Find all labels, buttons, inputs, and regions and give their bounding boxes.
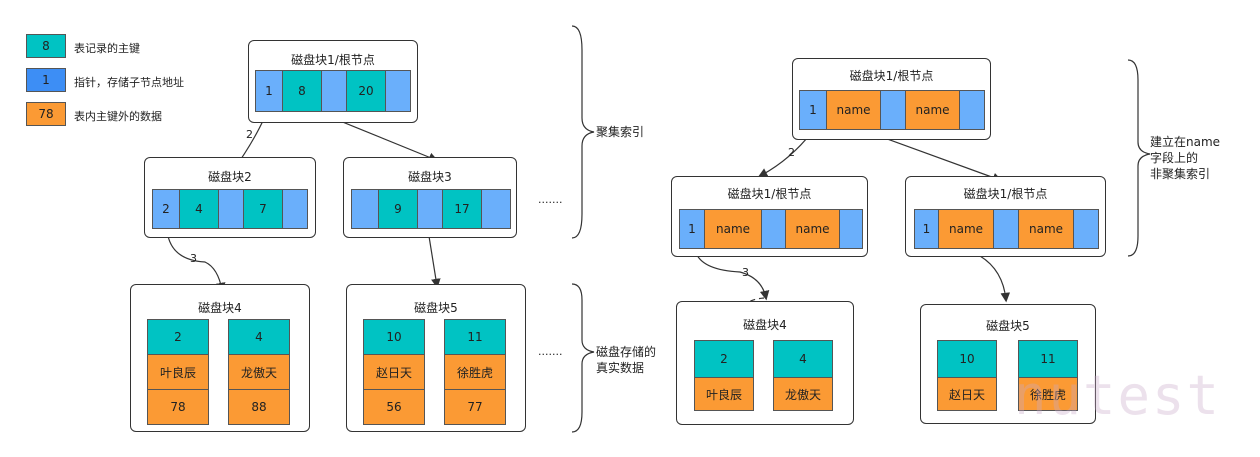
key-cell: name [704,209,762,249]
block-title: 磁盘块1/根节点 [291,53,375,67]
key-cell: name [826,90,881,130]
edge-label: 2 [788,146,795,159]
pointer-cell: 1 [799,90,827,130]
key-cell: 8 [282,70,322,112]
key-cell: 10 [937,340,997,378]
clustered-index-label: 聚集索引 [596,125,645,139]
legend-swatch-pointer: 1 [26,68,66,92]
data-cell: 88 [228,389,290,425]
ellipsis: ······· [538,348,563,361]
ellipsis: ······· [538,196,563,209]
data-cell: 叶良辰 [694,377,754,411]
legend-swatch-key: 8 [26,34,66,58]
block-title: 磁盘块5 [414,301,458,315]
brace-clustered-index [571,25,595,239]
brace-disk-data [571,283,595,433]
pointer-cell [385,70,411,112]
pointer-cell: 1 [679,209,705,249]
pointer-cell [282,189,308,229]
data-cell: 龙傲天 [773,377,833,411]
key-cell: 2 [147,319,209,355]
pointer-cell: 1 [914,209,939,249]
brace-nonclustered-index [1127,59,1151,257]
edge-nc-root-to-right [867,131,1003,183]
key-cell: 11 [444,319,506,355]
pointer-cell [417,189,443,229]
block-title: 磁盘块5 [986,319,1030,333]
key-cell: 4 [773,340,833,378]
pointer-cell [321,70,347,112]
watermark: nutest [1014,364,1222,427]
key-cell: 2 [694,340,754,378]
pointer-cell [218,189,244,229]
key-cell: name [938,209,994,249]
pointer-cell: 1 [255,70,283,112]
disk-data-label-line1: 磁盘存储的 [596,345,657,359]
key-cell: 11 [1018,340,1078,378]
edge-block2-to-block4 [166,229,226,293]
pointer-cell [993,209,1019,249]
key-cell: 7 [243,189,283,229]
key-cell: name [905,90,960,130]
pointer-cell [959,90,985,130]
data-cell: 78 [147,389,209,425]
disk-data-label-line2: 真实数据 [596,361,645,375]
block-title: 磁盘块1/根节点 [849,69,934,83]
key-cell: 10 [363,319,425,355]
block-title: 磁盘块1/根节点 [727,187,812,201]
data-cell: 56 [363,389,425,425]
pointer-cell [351,189,379,229]
data-cell: 赵日天 [937,377,997,411]
data-cell: 龙傲天 [228,354,290,390]
data-cell: 77 [444,389,506,425]
edge-nc-right-to-block5 [979,255,1011,303]
edge-label: 3 [742,266,749,279]
pointer-cell [761,209,786,249]
pointer-cell [481,189,511,229]
edge-label: 2 [246,128,253,141]
edge-nc-left-to-block4 [694,249,770,301]
legend-label-pointer: 指针，存储子节点地址 [74,76,184,89]
key-cell: 4 [228,319,290,355]
pointer-cell: 2 [152,189,180,229]
block-title: 磁盘块2 [208,170,252,184]
pointer-cell [839,209,863,249]
nonclustered-label-line2: 字段上的 [1150,151,1199,165]
nonclustered-label-line1: 建立在name [1150,135,1221,149]
legend-label-key: 表记录的主键 [74,42,140,55]
legend-label-data: 表内主键外的数据 [74,110,162,123]
edge-block3-to-block5 [427,229,441,289]
legend-swatch-data: 78 [26,102,66,126]
key-cell: 17 [442,189,482,229]
edge-label: 3 [190,252,197,265]
block-title: 磁盘块1/根节点 [963,187,1048,201]
block-title: 磁盘块3 [408,170,452,184]
nonclustered-label-line3: 非聚集索引 [1150,167,1211,181]
key-cell: 9 [378,189,418,229]
key-cell: name [1018,209,1074,249]
pointer-cell [880,90,906,130]
key-cell: name [785,209,840,249]
data-cell: 赵日天 [363,354,425,390]
data-cell: 徐胜虎 [1018,377,1078,411]
pointer-cell [1073,209,1099,249]
data-cell: 徐胜虎 [444,354,506,390]
block-title: 磁盘块4 [198,301,242,315]
block-title: 磁盘块4 [743,318,787,332]
data-cell: 叶良辰 [147,354,209,390]
key-cell: 20 [346,70,386,112]
key-cell: 4 [179,189,219,229]
